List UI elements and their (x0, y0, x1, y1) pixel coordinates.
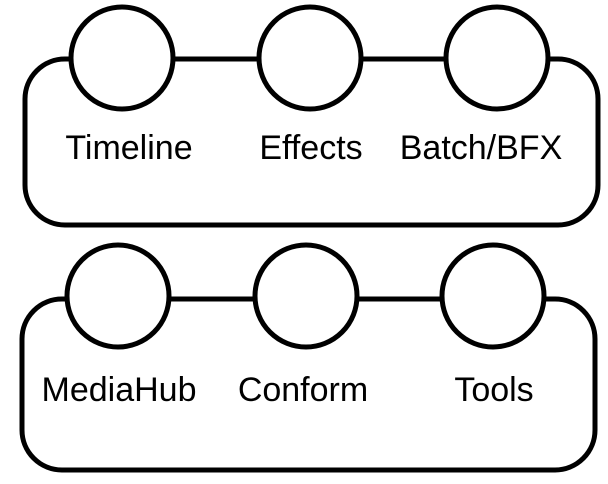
tab-tools-circle[interactable] (439, 242, 547, 350)
panel-top: Timeline Effects Batch/BFX (22, 4, 601, 228)
tab-mediahub[interactable]: MediaHub (42, 242, 197, 409)
panel-bottom: MediaHub Conform Tools (19, 242, 598, 473)
tab-effects[interactable]: Effects (256, 4, 364, 167)
tab-conform[interactable]: Conform (238, 242, 368, 409)
tab-tools-label[interactable]: Tools (454, 371, 533, 409)
tab-effects-label[interactable]: Effects (259, 129, 362, 167)
tab-tools[interactable]: Tools (439, 242, 547, 409)
tab-mediahub-label[interactable]: MediaHub (42, 371, 197, 409)
tab-batch-bfx[interactable]: Batch/BFX (400, 4, 563, 167)
tab-timeline-label[interactable]: Timeline (65, 129, 192, 167)
tab-batch-bfx-label[interactable]: Batch/BFX (400, 129, 563, 167)
tab-conform-label[interactable]: Conform (238, 371, 368, 409)
tab-mediahub-circle[interactable] (64, 242, 172, 350)
tab-effects-circle[interactable] (256, 4, 364, 112)
tab-timeline-circle[interactable] (68, 4, 176, 112)
tab-conform-circle[interactable] (252, 242, 360, 350)
tab-batch-bfx-circle[interactable] (443, 4, 551, 112)
tab-timeline[interactable]: Timeline (65, 4, 193, 167)
